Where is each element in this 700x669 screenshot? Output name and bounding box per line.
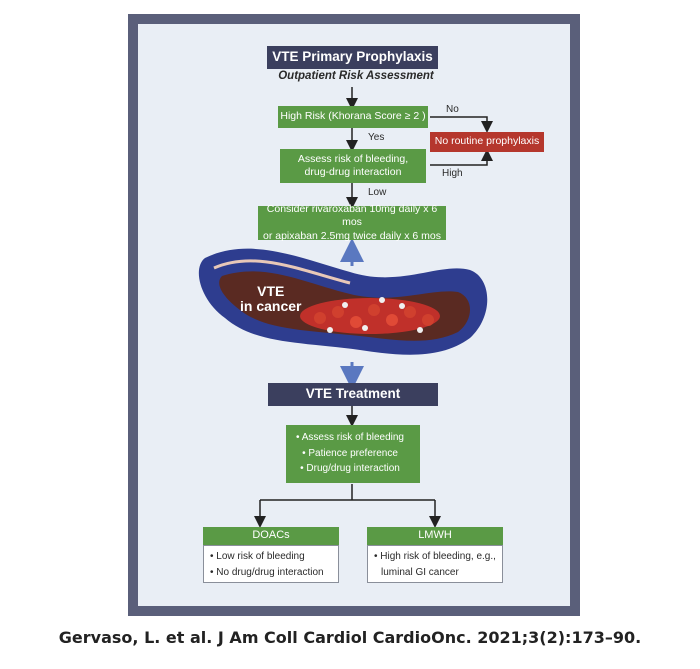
platelet [417, 327, 423, 333]
assess-line-2: drug-drug interaction [304, 166, 402, 178]
blood-cell [386, 314, 398, 326]
vein-illustration [198, 248, 488, 355]
vte-treatment-title: VTE Treatment [268, 383, 438, 406]
blood-cell [404, 306, 416, 318]
no-label: No [446, 104, 459, 115]
treatment-bullet: • Drug/drug interaction [300, 463, 400, 474]
doacs-header: DOACs [203, 527, 339, 545]
platelet [362, 325, 368, 331]
high-label: High [442, 168, 463, 179]
consider-line-1: Consider rivaroxaban 10mg daily x 6 mos [266, 203, 438, 229]
risk-assessment-subtitle: Outpatient Risk Assessment [278, 70, 434, 82]
blood-cell [368, 304, 380, 316]
platelet [379, 297, 385, 303]
vte-in-cancer-line-2: in cancer [240, 298, 302, 315]
platelet [399, 303, 405, 309]
blood-cell [332, 306, 344, 318]
consider-line-2: or apixaban 2.5mg twice daily x 6 mos [262, 229, 441, 242]
assess-line-1: Assess risk of bleeding, [297, 152, 409, 165]
arrow-no-branch [430, 116, 493, 133]
citation: Gervaso, L. et al. J Am Coll Cardiol Car… [58, 628, 642, 647]
lmwh-item: luminal GI cancer [381, 567, 459, 578]
treatment-factors-box: • Assess risk of bleeding • Patience pre… [286, 425, 420, 483]
vein-wall-highlight [213, 259, 351, 285]
lmwh-details: • High risk of bleeding, e.g., luminal G… [367, 545, 503, 583]
vte-in-cancer-line-1: VTE [257, 283, 285, 299]
doacs-item: • No drug/drug interaction [210, 567, 324, 578]
blood-cell [350, 316, 362, 328]
platelet [342, 302, 348, 308]
doacs-item: • Low risk of bleeding [210, 551, 305, 562]
lmwh-header: LMWH [367, 527, 503, 545]
vte-in-cancer-label: VTE in cancer [240, 283, 302, 315]
yes-label: Yes [368, 132, 385, 143]
high-risk-box: High Risk (Khorana Score ≥ 2 ) [278, 106, 428, 128]
doacs-details: • Low risk of bleeding • No drug/drug in… [203, 545, 339, 583]
low-label: Low [368, 187, 387, 198]
no-routine-prophylaxis-box: No routine prophylaxis [430, 132, 544, 152]
arrow-high-branch [430, 149, 493, 166]
platelet [327, 327, 333, 333]
primary-prophylaxis-title: VTE Primary Prophylaxis [267, 46, 438, 69]
assess-bleeding-box: Assess risk of bleeding, drug-drug inter… [280, 149, 426, 183]
lmwh-item: • High risk of bleeding, e.g., [374, 551, 496, 562]
treatment-bullet: • Assess risk of bleeding [296, 432, 404, 443]
treatment-bullet: • Patience preference [302, 447, 398, 459]
consider-anticoagulant-box: Consider rivaroxaban 10mg daily x 6 mos … [258, 203, 446, 242]
blood-cell [314, 312, 326, 324]
treatment-bullets: • Assess risk of bleeding • Patience pre… [296, 430, 404, 477]
blood-cell [422, 314, 434, 326]
